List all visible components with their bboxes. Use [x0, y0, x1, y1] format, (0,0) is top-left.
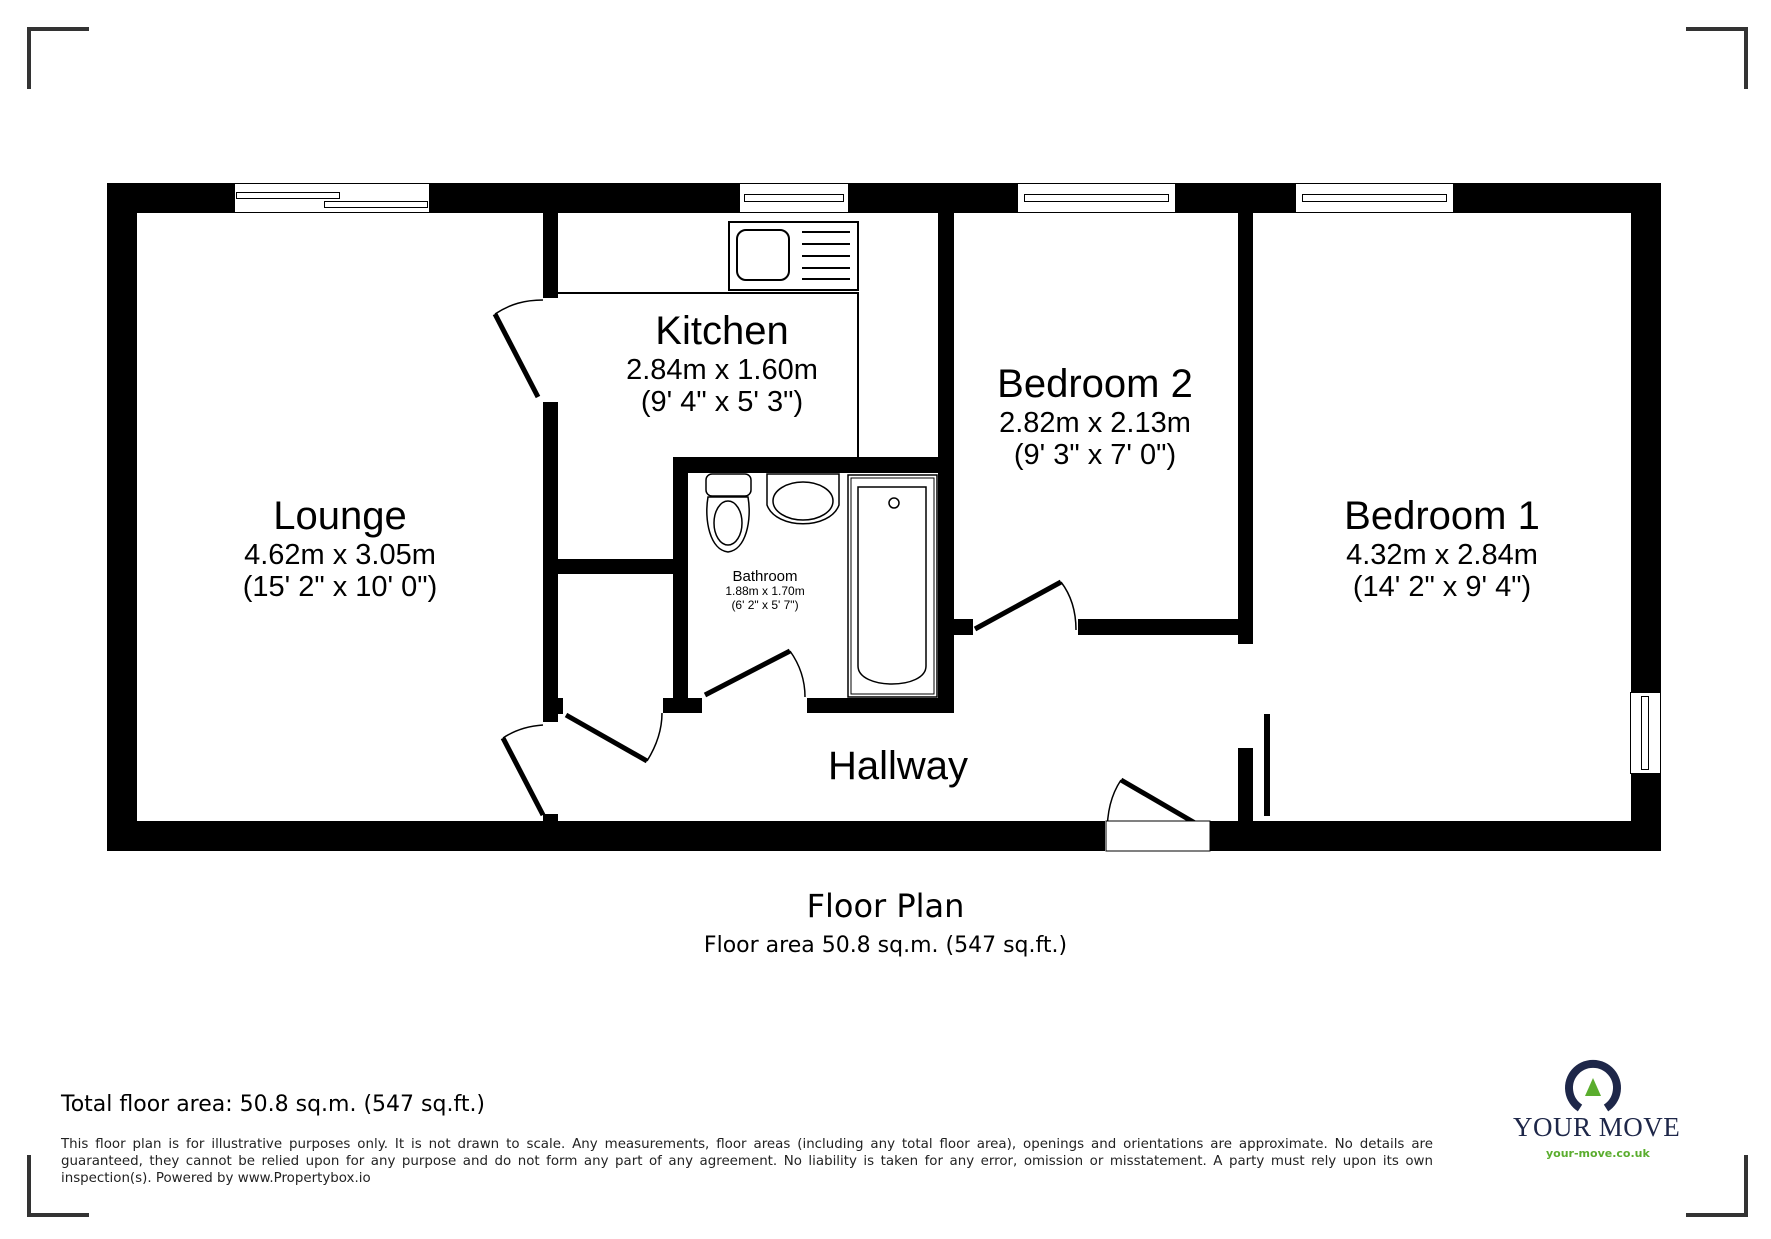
room-metric: 2.82m x 2.13m	[999, 406, 1191, 439]
room-name: Lounge	[273, 494, 407, 538]
logo-url: your-move.co.uk	[1546, 1147, 1650, 1160]
wall-hall-stub-left	[543, 698, 563, 714]
corner-mark-top-right	[1686, 27, 1748, 89]
disclaimer-text: This floor plan is for illustrative purp…	[61, 1137, 1433, 1186]
kitchen-counter	[558, 292, 859, 457]
logo-name: YOUR MOVE	[1513, 1112, 1681, 1142]
room-name: Kitchen	[655, 309, 789, 353]
wall-bathroom-left	[673, 457, 688, 713]
outer-wall-left	[107, 183, 137, 851]
bedroom1-side-window	[1630, 692, 1661, 774]
corner-mark-bottom-right	[1686, 1155, 1748, 1217]
room-metric: 2.84m x 1.60m	[626, 353, 818, 386]
cupboard-door	[564, 712, 649, 764]
lounge-sliding-window	[234, 183, 430, 213]
plan-subtitle: Floor area 50.8 sq.m. (547 sq.ft.)	[703, 933, 1068, 958]
bathroom-door	[703, 648, 792, 698]
bedroom2-door	[973, 579, 1063, 632]
toilet-icon	[705, 473, 752, 553]
kitchen-window	[739, 183, 849, 213]
basin-icon	[766, 473, 840, 525]
room-label-hallway: Hallway	[828, 744, 968, 789]
fixtures-and-doors	[492, 221, 1211, 852]
total-floor-area: Total floor area: 50.8 sq.m. (547 sq.ft.…	[61, 1092, 486, 1117]
outer-wall-bottom-left	[107, 821, 1105, 851]
wall-cupboard-divider	[558, 559, 673, 574]
wall-bathroom-bottom-left-stub	[663, 698, 702, 713]
outer-wall-bottom-right	[1210, 821, 1661, 851]
your-move-logo: YOUR MOVE your-move.co.uk	[1500, 1050, 1700, 1160]
wall-bedroom2-bottom-left-stub	[954, 619, 973, 635]
wall-bedroom1-stub-bottom	[1238, 748, 1253, 822]
corner-mark-bottom-left	[27, 1155, 89, 1217]
room-label-kitchen: Kitchen 2.84m x 1.60m (9' 4" x 5' 3")	[626, 309, 818, 419]
bath-icon	[847, 474, 938, 698]
wall-bedroom2-bottom	[1078, 619, 1238, 635]
kitchen-door	[492, 312, 541, 399]
bedroom2-window	[1017, 183, 1176, 213]
room-name: Bedroom 1	[1344, 494, 1540, 538]
room-name: Hallway	[827, 744, 969, 788]
room-label-lounge: Lounge 4.62m x 3.05m (15' 2" x 10' 0")	[243, 494, 437, 604]
room-name: Bedroom 2	[997, 362, 1193, 406]
room-label-bedroom2: Bedroom 2 2.82m x 2.13m (9' 3" x 7' 0")	[997, 362, 1193, 472]
room-label-bathroom: Bathroom 1.88m x 1.70m (6' 2" x 5' 7")	[725, 568, 804, 613]
room-imperial: (9' 4" x 5' 3")	[640, 386, 804, 419]
plan-title: Floor Plan	[806, 887, 965, 925]
room-imperial: (6' 2" x 5' 7")	[731, 598, 799, 613]
logo-mark-icon	[1565, 1059, 1621, 1112]
wall-lounge-kitchen-upper	[543, 213, 558, 298]
wall-lounge-stub-bottom	[543, 814, 558, 822]
room-name: Bathroom	[732, 568, 798, 585]
lounge-door	[500, 736, 546, 817]
room-imperial: (15' 2" x 10' 0")	[242, 571, 438, 604]
kitchen-sink-icon	[728, 221, 859, 291]
room-metric: 4.62m x 3.05m	[244, 538, 436, 571]
wall-bathroom-bottom	[807, 698, 954, 713]
room-imperial: (14' 2" x 9' 4")	[1352, 571, 1532, 604]
wall-bedroom2-bedroom1	[1238, 213, 1253, 644]
room-label-bedroom1: Bedroom 1 4.32m x 2.84m (14' 2" x 9' 4")	[1344, 494, 1540, 604]
floor-plan-drawing: Lounge 4.62m x 3.05m (15' 2" x 10' 0") K…	[107, 183, 1661, 852]
room-metric: 1.88m x 1.70m	[725, 584, 805, 599]
wall-lounge-kitchen-lower	[543, 402, 558, 722]
room-metric: 4.32m x 2.84m	[1346, 538, 1538, 571]
bedroom1-window	[1295, 183, 1454, 213]
wall-bathroom-top	[673, 457, 954, 473]
corner-mark-top-left	[27, 27, 89, 89]
room-imperial: (9' 3" x 7' 0")	[1013, 439, 1177, 472]
wardrobe-sliding-door	[1264, 714, 1270, 816]
